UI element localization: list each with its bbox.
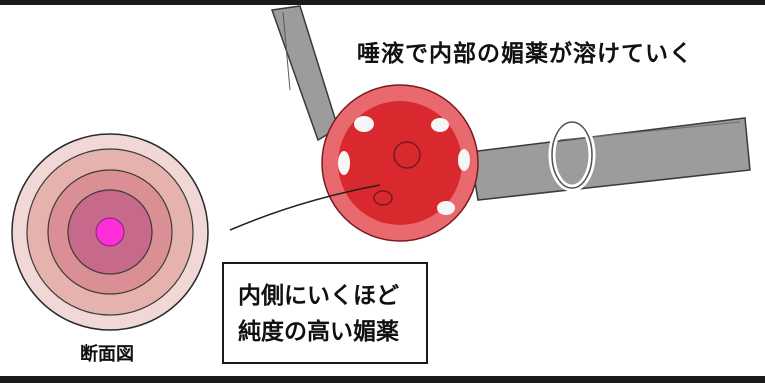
ball-hole-3	[338, 151, 350, 175]
section-core	[95, 217, 125, 247]
bottom-frame-line	[0, 376, 765, 383]
ball-hole-6	[437, 201, 455, 215]
top-frame-line	[0, 0, 765, 5]
caption-box: 内側にいくほど 純度の高い媚薬	[222, 262, 428, 364]
upper-strap	[270, 5, 339, 142]
ball-hole-5	[373, 190, 393, 206]
caption-box-line-1: 内側にいくほど	[238, 283, 399, 309]
ball-hole-2	[431, 118, 449, 132]
caption-box-line-2: 純度の高い媚薬	[238, 319, 399, 345]
upper-strap-stitch	[282, 11, 291, 91]
pointer-line	[229, 184, 381, 231]
ball-hole-4	[458, 149, 470, 171]
buckle-ring	[551, 121, 593, 189]
right-strap	[469, 117, 751, 201]
ball-hole-1	[354, 116, 374, 132]
ball-center-hole	[393, 141, 421, 169]
ball-inner	[338, 101, 462, 225]
caption-cross-section: 断面図	[80, 344, 134, 365]
caption-top: 唾液で内部の媚薬が溶けていく	[357, 41, 693, 67]
